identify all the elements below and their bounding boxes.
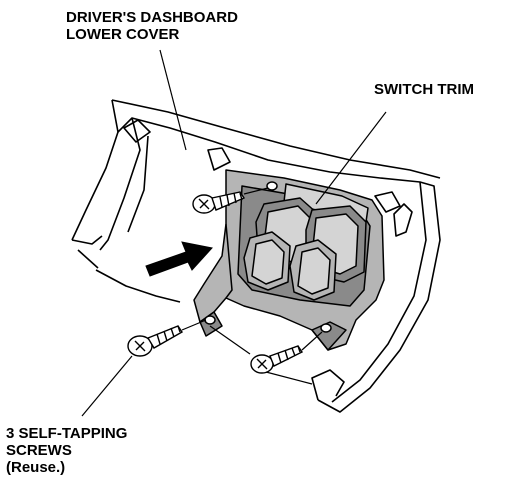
lower-left-screw-guide bbox=[181, 319, 207, 331]
right-switch bbox=[289, 205, 367, 301]
dashboard-cover-callout-line2: LOWER COVER bbox=[66, 26, 180, 43]
leader-lines bbox=[81, 49, 387, 417]
screw-bracket-line-left bbox=[209, 325, 251, 355]
screws-leader bbox=[81, 355, 133, 417]
upper-screw-hole bbox=[266, 181, 278, 191]
switch-trim-callout: SWITCH TRIM bbox=[374, 81, 474, 98]
switch-trim-callout-text: SWITCH TRIM bbox=[374, 81, 474, 98]
lower-right-screw bbox=[250, 345, 304, 374]
lower-right-screw-hole bbox=[320, 323, 332, 333]
dashboard-cover-leader bbox=[159, 49, 187, 151]
screws-callout-line3: (Reuse.) bbox=[6, 459, 66, 476]
lower-right-screw-guide bbox=[301, 331, 323, 351]
screws-callout: 3 SELF-TAPPING SCREWS (Reuse.) bbox=[6, 425, 127, 476]
screws-callout-line1: 3 SELF-TAPPING bbox=[6, 425, 128, 442]
screws-callout-line2: SCREWS bbox=[6, 442, 72, 459]
screw-alignment-lines bbox=[181, 187, 323, 385]
screw-bracket-line-right bbox=[265, 371, 313, 385]
dashboard-cover-callout: DRIVER'S DASHBOARD LOWER COVER bbox=[66, 9, 238, 43]
upper-screw bbox=[192, 191, 246, 214]
lower-left-screw-hole bbox=[204, 315, 216, 325]
upper-screw-guide bbox=[243, 187, 269, 195]
lower-left-screw bbox=[127, 325, 183, 357]
install-direction-arrow bbox=[145, 241, 213, 277]
dashboard-lower-cover bbox=[71, 99, 441, 413]
dashboard-cover-callout-line1: DRIVER'S DASHBOARD bbox=[66, 9, 238, 26]
switch-trim-leader bbox=[315, 111, 387, 205]
